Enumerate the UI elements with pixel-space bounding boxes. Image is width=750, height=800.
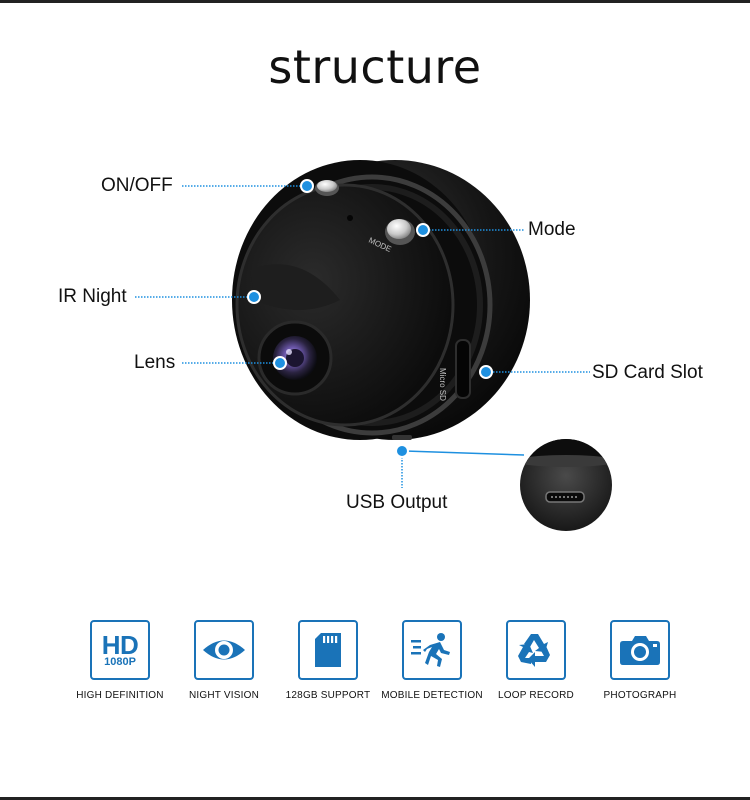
top-border [0, 0, 750, 3]
hd-text: HD [101, 630, 139, 660]
mode-button [385, 219, 415, 245]
camera-product-illustration: MODE Micro SD [135, 160, 612, 531]
feature-label: HIGH DEFINITION [76, 690, 164, 701]
bottom-border [0, 797, 750, 800]
callout-sd-card-slot: SD Card Slot [592, 362, 703, 383]
sd-slot-dot [479, 365, 493, 379]
callout-usb-output: USB Output [346, 492, 448, 513]
feature-label: PHOTOGRAPH [603, 690, 677, 701]
feature-128gb-support: 128GB SUPPORT [276, 620, 380, 701]
power-button [315, 180, 339, 196]
usb-dot [395, 444, 409, 458]
eye-icon [194, 620, 254, 680]
lens-dot [273, 356, 287, 370]
page-title: structure [268, 40, 482, 94]
lens [257, 320, 333, 396]
feature-photograph: PHOTOGRAPH [588, 620, 692, 701]
feature-label: NIGHT VISION [188, 690, 259, 701]
feature-label: MOBILE DETECTION [381, 690, 483, 701]
recycle-icon [506, 620, 566, 680]
callout-mode: Mode [528, 219, 576, 240]
usb-zoom-line [404, 450, 525, 456]
camera-icon [610, 620, 670, 680]
feature-mobile-detection: MOBILE DETECTION [380, 620, 484, 701]
running-person-icon [402, 620, 462, 680]
resolution-text: 1080P [104, 656, 136, 668]
callout-lens: Lens [134, 352, 176, 373]
on-off-dot [300, 179, 314, 193]
usb-port-closeup [520, 439, 612, 531]
mode-dot [416, 223, 430, 237]
hd-1080p-icon: HD 1080P [90, 620, 150, 680]
sd-card-icon [298, 620, 358, 680]
ir-night-dot [247, 290, 261, 304]
feature-night-vision: NIGHT VISION [172, 620, 276, 701]
callout-on-off: ON/OFF [101, 175, 173, 196]
micro-sd-marking: Micro SD [438, 368, 447, 401]
callout-ir-night: IR Night [58, 286, 127, 307]
feature-loop-record: LOOP RECORD [484, 620, 588, 701]
feature-label: LOOP RECORD [498, 690, 574, 701]
feature-label: 128GB SUPPORT [285, 690, 371, 701]
camera-body [232, 160, 530, 440]
feature-high-definition: HD 1080P HIGH DEFINITION [68, 620, 172, 701]
